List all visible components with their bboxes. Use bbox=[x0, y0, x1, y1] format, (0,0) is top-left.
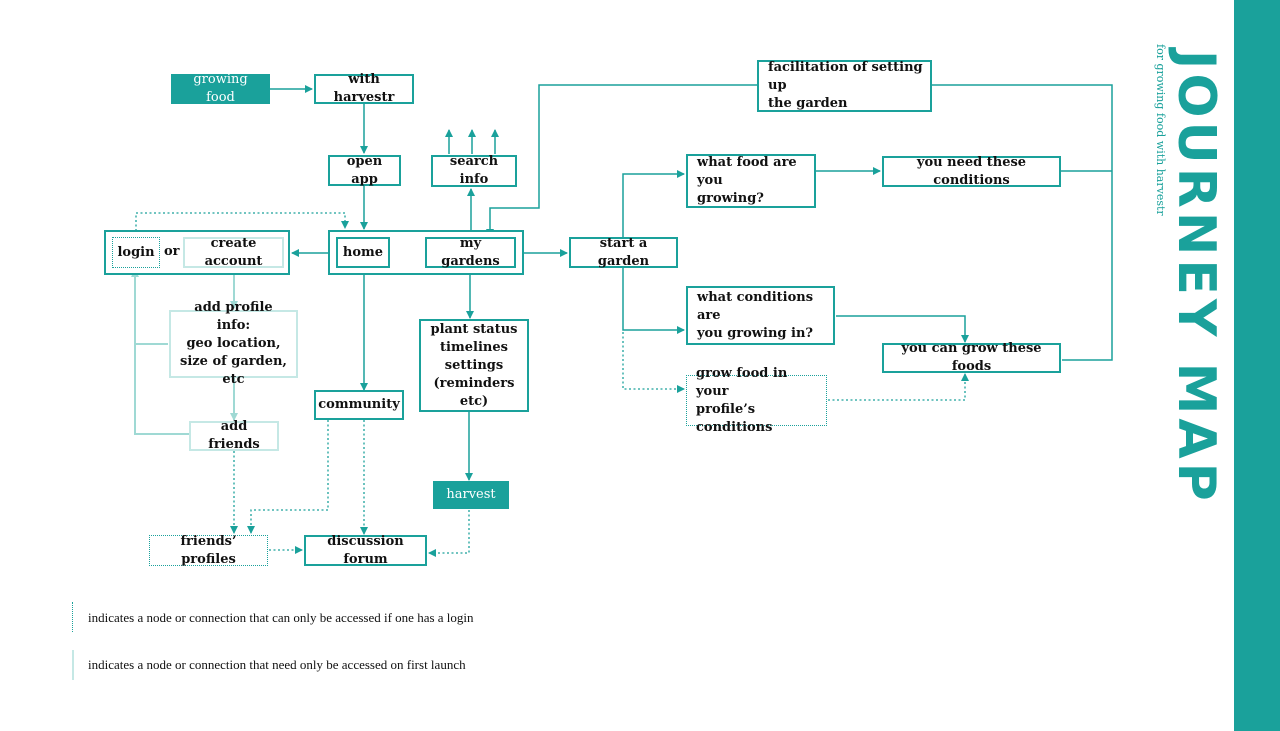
node-friends-profiles: friends’ profiles bbox=[149, 534, 268, 567]
node-need-conditions: you need these conditions bbox=[882, 155, 1061, 188]
accent-sidebar bbox=[1234, 0, 1280, 731]
node-start-garden: start a garden bbox=[569, 236, 678, 269]
node-community: community bbox=[314, 390, 404, 420]
node-harvest: harvest bbox=[433, 481, 509, 509]
node-my-gardens: my gardens bbox=[425, 236, 516, 269]
edge-friends-to-login bbox=[134, 344, 191, 435]
node-facilitation: facilitation of setting up the garden bbox=[757, 60, 932, 112]
edge-whatcond-to-cangrow bbox=[836, 315, 969, 343]
edge-login-to-home-dotted bbox=[135, 212, 349, 231]
edge-start-to-whatfood bbox=[622, 170, 685, 238]
legend-dotted-sample bbox=[72, 602, 73, 632]
edge-facilitation-to-mygardens bbox=[486, 84, 757, 237]
node-growing-food: growing food bbox=[171, 72, 270, 105]
legend-dotted-text: indicates a node or connection that can … bbox=[88, 610, 474, 625]
legend-light-sample bbox=[72, 650, 74, 680]
node-create-account: create account bbox=[183, 236, 284, 269]
edge-profile-to-login bbox=[131, 269, 168, 345]
node-home: home bbox=[336, 237, 390, 268]
edge-facilitation-right bbox=[932, 84, 1113, 361]
node-what-food: what food are you growing? bbox=[686, 154, 816, 208]
node-discussion-forum: discussion forum bbox=[304, 534, 427, 567]
node-add-friends: add friends bbox=[189, 419, 279, 452]
or-label: or bbox=[164, 244, 180, 259]
node-plant-status: plant status timelines settings (reminde… bbox=[419, 319, 529, 412]
node-login: login bbox=[112, 237, 160, 268]
page-subtitle: for growing food with harvestr bbox=[1154, 44, 1167, 216]
node-grow-profile: grow food in your profile’s conditions bbox=[686, 366, 827, 435]
node-can-grow: you can grow these foods bbox=[882, 341, 1061, 374]
edge-start-to-growprofile bbox=[622, 332, 685, 393]
edge-growprofile-to-cangrow bbox=[828, 373, 969, 401]
edge-harvest-to-forum bbox=[428, 510, 470, 557]
node-add-profile: add profile info: geo location, size of … bbox=[169, 300, 298, 387]
edge-community-to-friends bbox=[247, 420, 329, 534]
node-with-harvestr: with harvestr bbox=[314, 72, 414, 105]
page-title: JOURNEY MAP bbox=[1166, 50, 1226, 505]
node-what-conditions: what conditions are you growing in? bbox=[686, 286, 835, 345]
legend-light-text: indicates a node or connection that need… bbox=[88, 657, 466, 672]
node-open-app: open app bbox=[328, 154, 401, 187]
edge-start-to-whatcond bbox=[622, 268, 685, 334]
node-search-info: search info bbox=[431, 154, 517, 187]
